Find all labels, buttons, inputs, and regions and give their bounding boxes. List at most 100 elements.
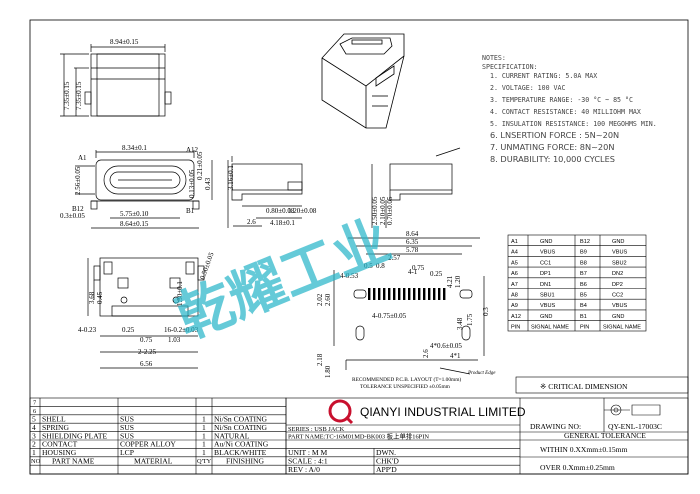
bottom-view-dim-5: 1.03 xyxy=(168,336,181,344)
pcb-dim-top-1: 8.64 xyxy=(406,230,419,238)
pcb-dim-side-2: 2.18 xyxy=(316,353,324,366)
bom-row-qty: 1 xyxy=(202,415,206,424)
bottom-view-dim-2: 0.25 xyxy=(122,326,135,334)
notes-item-7: 7. UNMATING FORCE: 8N~20N xyxy=(490,142,614,152)
unit-label: UNIT : M M xyxy=(288,448,328,457)
top-view-width-label: 8.94±0.15 xyxy=(110,38,139,46)
pcb-dim-misc-3: 4*0.6±0.05 xyxy=(430,342,462,350)
bom-row-finish: Ni/Sn COATING xyxy=(214,415,267,424)
top-view xyxy=(60,44,172,117)
bom-row-material: SUS xyxy=(120,415,134,424)
dwn-label: DWN. xyxy=(376,448,396,457)
pcb-dim-side-7: 3.48 xyxy=(456,317,464,330)
pin-cell: B12 xyxy=(580,239,590,245)
bom-cells: 7 6 5 SHELL SUS 1 Ni/Sn COATING 4 SPRING… xyxy=(31,400,269,466)
pcb-dim-top-3: 5.78 xyxy=(406,246,419,254)
pin-cell: GND xyxy=(540,314,552,320)
pcb-tolerance-label: TOLERANCE UNSPECIFIED ±0.05mm xyxy=(360,384,451,390)
pin-cell: GND xyxy=(612,239,624,245)
side-view-1-offset-label: 2.6 xyxy=(247,218,256,226)
pcb-dim-side-4: 1.80 xyxy=(324,365,332,378)
bom-row-finish: NATURAL xyxy=(214,431,250,440)
pin-cell: B1 xyxy=(580,314,587,320)
pin-table-header: SIGNAL NAME xyxy=(531,325,569,331)
notes-item-1: 1. CURRENT RATING: 5.0A MAX xyxy=(490,72,597,80)
pin-cell: B6 xyxy=(580,282,587,288)
pcb-dim-top-9: 4-0.53 xyxy=(340,272,359,280)
side-view-1-length-label: 4.18±0.1 xyxy=(270,219,295,227)
bom-header-material: MATERIAL xyxy=(134,457,173,466)
bom-empty-row: 7 xyxy=(33,400,37,407)
pcb-dim-side-8: 1.75 xyxy=(466,313,474,326)
notes-item-6: 6. LNSERTION FORCE : 5N~20N xyxy=(490,130,619,140)
bom-header-no: NO xyxy=(31,458,41,465)
side-view-2-height-b-label: 2.10±0.05 xyxy=(379,196,387,225)
front-view-pin-b12: B12 xyxy=(72,205,84,213)
appd-label: APP'D xyxy=(376,465,397,474)
bom-row-material: SUS xyxy=(120,431,134,440)
pcb-dim-side-3: 2.60 xyxy=(324,293,332,306)
front-view-depth-label: 0.13±0.05 xyxy=(188,169,196,198)
company-name: QIANYI INDUSTRIAL LIMITED xyxy=(360,405,526,419)
pin-cell: B8 xyxy=(580,260,587,266)
general-tolerance-label: GENERAL TOLERANCE xyxy=(564,431,646,440)
pin-cell: VBUS xyxy=(540,303,556,309)
pin-cell: CC1 xyxy=(540,260,551,266)
notes-title: NOTES: xyxy=(482,54,506,62)
notes-item-3: 3. TEMPERATURE RANGE: -30 °C ~ 85 °C xyxy=(490,96,633,104)
side-view-2 xyxy=(371,147,461,228)
front-view-left-height-label: 2.56±0.05 xyxy=(74,166,82,195)
notes-subtitle: SPECIFICATION: xyxy=(482,63,538,71)
bottom-view-dim-7: 6.56 xyxy=(140,360,153,368)
bottom-view-dim-6: 2-2.25 xyxy=(138,348,157,356)
pin-table-header: SIGNAL NAME xyxy=(603,325,641,331)
side-view-1-pitch-a-label: 0.80±0.08 xyxy=(266,207,295,215)
bom-table xyxy=(29,397,287,475)
company-logo xyxy=(328,399,354,425)
pin-cell: A12 xyxy=(511,314,521,320)
pin-cell: A7 xyxy=(511,282,518,288)
pcb-dim-top-5: 0.5 xyxy=(364,262,373,270)
notes-item-2: 2. VOLTAGE: 100 VAC xyxy=(490,84,565,92)
bom-row-material: SUS xyxy=(120,423,134,432)
pcb-dim-misc-5: 4*1 xyxy=(450,352,461,360)
front-view xyxy=(75,150,213,229)
notes-item-5: 5. INSULATION RESISTANCE: 100 MEGOHMS MI… xyxy=(490,120,657,128)
pin-table-header: PIN xyxy=(511,325,520,331)
pcb-dim-top-4: 2.57 xyxy=(388,254,401,262)
pin-cell: DP2 xyxy=(612,282,623,288)
bom-row-name: SHELL xyxy=(42,415,66,424)
pcb-dim-side-6: 1.20 xyxy=(454,275,462,288)
pcb-dim-top-2: 6.35 xyxy=(406,238,419,246)
bom-row-no: 3 xyxy=(32,431,36,440)
pin-cell: A8 xyxy=(511,293,518,299)
front-view-pin-b1: B1 xyxy=(186,207,195,215)
pin-cell: B9 xyxy=(580,250,587,256)
pin-table-header: PIN xyxy=(580,325,589,331)
bom-row-qty: 1 xyxy=(202,431,206,440)
pin-cell: SBU1 xyxy=(540,293,555,299)
side-view-1 xyxy=(227,156,303,228)
series-label: SERIES : USB JACK xyxy=(288,426,345,433)
pcb-recommended-label: RECOMMENDED P.C.B. LAYOUT (T=1.00mm) xyxy=(352,376,461,383)
front-view-slot-label: 0.21±0.05 xyxy=(196,151,204,180)
pin-cell: DN1 xyxy=(540,282,551,288)
pin-cell: VBUS xyxy=(612,250,628,256)
pin-cell: B4 xyxy=(580,303,587,309)
bom-row-finish: Au/Ni COATING xyxy=(214,440,269,449)
bom-header-name: PART NAME xyxy=(52,457,95,466)
pcb-dim-top-7: 0.75 xyxy=(412,264,425,272)
side-view-2-height-c-label: 0.70±0.05 xyxy=(386,196,394,225)
side-view-1-height-label: 3.16±0.1 xyxy=(227,165,235,190)
pin-cell: B5 xyxy=(580,293,587,299)
top-view-inner-height-label: 7.35±0.15 xyxy=(75,81,83,110)
front-view-bottom-width-label: 8.64±0.15 xyxy=(120,220,149,228)
bom-row-qty: 1 xyxy=(202,423,206,432)
projection-symbol-icon xyxy=(604,404,661,416)
drawing-no-label: DRAWING NO: xyxy=(530,422,581,431)
front-view-right-height-label: 0.43 xyxy=(204,177,212,190)
bom-header-qty: Q'TY xyxy=(197,458,212,465)
pin-cell: SBU2 xyxy=(612,260,627,266)
scale-label: SCALE : 4:1 xyxy=(288,457,328,466)
